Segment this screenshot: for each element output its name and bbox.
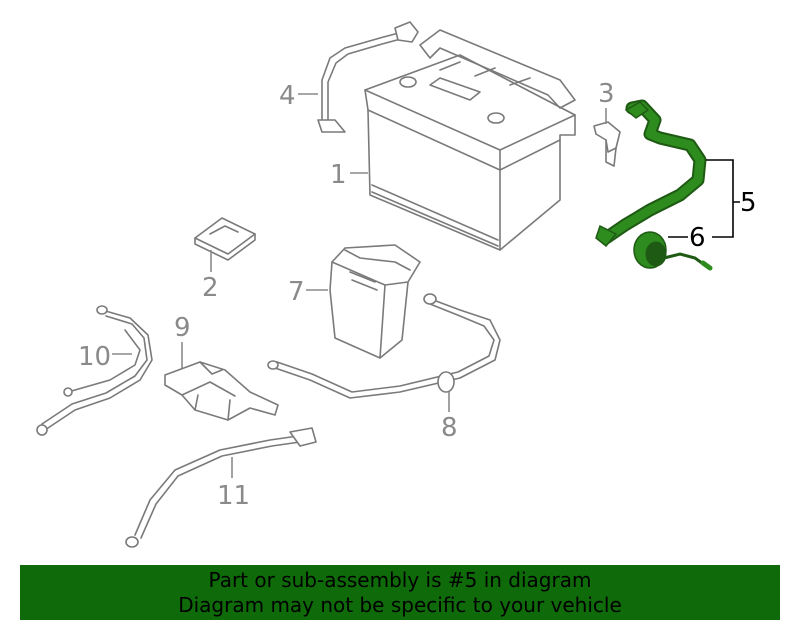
callout-10: 10	[78, 342, 111, 372]
callout-8: 8	[441, 413, 458, 443]
callout-6: 6	[689, 223, 706, 253]
ground-cable-part[interactable]	[317, 21, 419, 133]
callout-9: 9	[174, 313, 191, 343]
parts-diagram: 1 2 3 4 6 5	[36, 21, 757, 548]
banner-line-1: Part or sub-assembly is #5 in diagram	[208, 567, 592, 592]
terminal-clip-part[interactable]	[593, 121, 621, 167]
callout-11: 11	[217, 481, 250, 511]
callout-5: 5	[740, 188, 757, 218]
callout-1: 1	[330, 160, 347, 190]
banner-line-2: Diagram may not be specific to your vehi…	[178, 592, 622, 617]
callout-3: 3	[598, 79, 615, 109]
long-cable-part[interactable]	[36, 305, 153, 436]
battery-tray-bracket-part[interactable]	[164, 361, 279, 421]
positive-cable-part-highlighted[interactable]	[595, 99, 707, 248]
info-banner: Part or sub-assembly is #5 in diagram Di…	[20, 565, 780, 620]
battery-part[interactable]	[364, 29, 576, 251]
callout-2: 2	[202, 273, 219, 303]
bracket-part[interactable]	[194, 217, 256, 261]
control-module-part[interactable]	[329, 244, 421, 359]
callout-7: 7	[288, 277, 305, 307]
terminal-clamp-part-highlighted[interactable]	[633, 231, 713, 271]
negative-cable-part[interactable]	[125, 427, 317, 548]
main-cable-part[interactable]	[267, 293, 501, 399]
callout-5-bracket	[706, 159, 740, 238]
callout-4: 4	[279, 81, 296, 111]
